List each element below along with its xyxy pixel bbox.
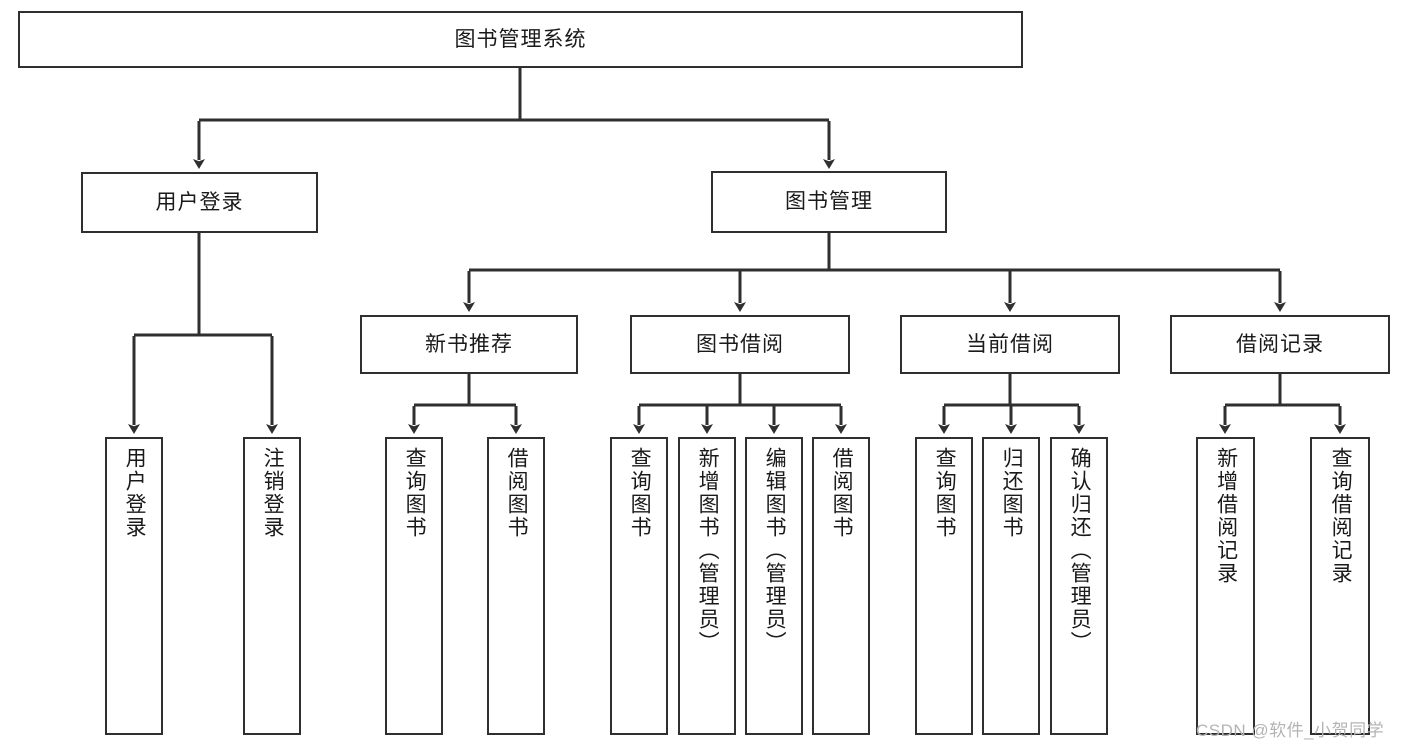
node-leaf-query-book-1[interactable]: 查询图书	[385, 437, 443, 735]
node-leaf-add-record-label: 新增借阅记录	[1214, 447, 1238, 585]
node-leaf-add-record[interactable]: 新增借阅记录	[1196, 437, 1255, 735]
node-leaf-query-record[interactable]: 查询借阅记录	[1310, 437, 1370, 735]
node-root[interactable]: 图书管理系统	[18, 11, 1023, 68]
node-leaf-query-book-2[interactable]: 查询图书	[610, 437, 668, 735]
node-leaf-return-book[interactable]: 归还图书	[982, 437, 1040, 735]
node-leaf-query-book-3-label: 查询图书	[933, 447, 957, 539]
node-leaf-user-login-label: 用户登录	[123, 447, 147, 539]
node-borrow-record-label: 借阅记录	[1236, 332, 1324, 356]
node-leaf-borrow-book-1[interactable]: 借阅图书	[487, 437, 545, 735]
node-user-login[interactable]: 用户登录	[81, 172, 318, 233]
node-current-borrow-label: 当前借阅	[966, 332, 1054, 356]
node-leaf-query-record-label: 查询借阅记录	[1329, 447, 1353, 585]
node-leaf-logout[interactable]: 注销登录	[243, 437, 301, 735]
node-book-borrow[interactable]: 图书借阅	[630, 315, 850, 374]
node-current-borrow[interactable]: 当前借阅	[900, 315, 1120, 374]
node-leaf-borrow-book-2[interactable]: 借阅图书	[812, 437, 870, 735]
node-new-book-recommend-label: 新书推荐	[425, 332, 513, 356]
node-book-manage[interactable]: 图书管理	[711, 171, 947, 233]
node-leaf-edit-book[interactable]: 编辑图书（管理员）	[745, 437, 803, 735]
node-borrow-record[interactable]: 借阅记录	[1170, 315, 1390, 374]
node-leaf-add-book-label: 新增图书（管理员）	[696, 447, 720, 654]
node-book-manage-label: 图书管理	[785, 190, 873, 214]
node-leaf-logout-label: 注销登录	[261, 447, 285, 539]
node-leaf-confirm-return-label: 确认归还（管理员）	[1068, 447, 1092, 654]
node-user-login-label: 用户登录	[155, 190, 244, 214]
node-leaf-user-login[interactable]: 用户登录	[105, 437, 163, 735]
node-leaf-query-book-2-label: 查询图书	[628, 447, 652, 539]
node-leaf-confirm-return[interactable]: 确认归还（管理员）	[1050, 437, 1108, 735]
node-root-label: 图书管理系统	[454, 27, 587, 51]
node-leaf-borrow-book-1-label: 借阅图书	[505, 447, 529, 539]
node-leaf-borrow-book-2-label: 借阅图书	[830, 447, 854, 539]
node-leaf-query-book-3[interactable]: 查询图书	[915, 437, 973, 735]
node-leaf-edit-book-label: 编辑图书（管理员）	[763, 447, 787, 654]
node-leaf-query-book-1-label: 查询图书	[403, 447, 427, 539]
node-new-book-recommend[interactable]: 新书推荐	[360, 315, 578, 374]
node-leaf-return-book-label: 归还图书	[1000, 447, 1024, 539]
node-book-borrow-label: 图书借阅	[696, 332, 784, 356]
node-leaf-add-book[interactable]: 新增图书（管理员）	[678, 437, 736, 735]
